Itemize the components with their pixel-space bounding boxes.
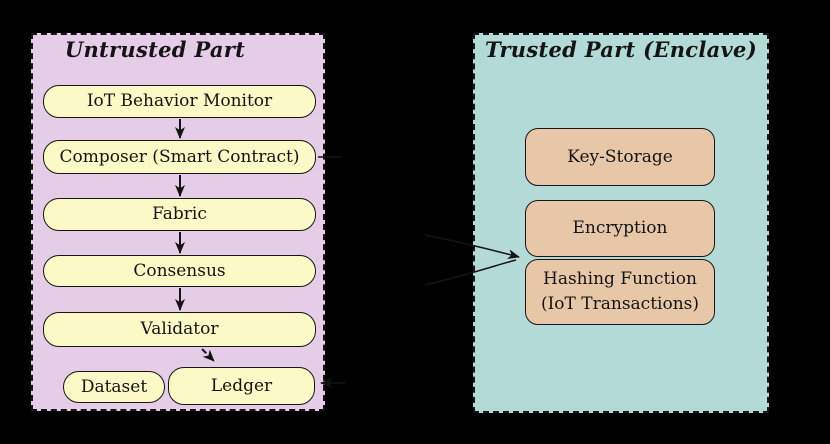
node-consensus: Consensus	[43, 255, 316, 287]
node-validator: Validator	[43, 312, 316, 347]
node-ledger: Ledger	[168, 367, 315, 405]
node-label: Composer (Smart Contract)	[59, 146, 300, 167]
node-iot-behavior-monitor: IoT Behavior Monitor	[43, 85, 316, 118]
node-dataset: Dataset	[63, 371, 165, 403]
node-fabric: Fabric	[43, 198, 316, 231]
node-label-line1: Hashing Function	[543, 269, 697, 290]
node-label: Dataset	[80, 376, 148, 397]
node-label: IoT Behavior Monitor	[86, 91, 273, 112]
node-label: Key-Storage	[567, 146, 673, 167]
node-label: Ledger	[210, 375, 273, 396]
node-key-storage: Key-Storage	[525, 128, 715, 186]
trusted-panel-title: Trusted Part (Enclave)	[485, 37, 757, 62]
node-encryption: Encryption	[525, 200, 715, 257]
node-composer-smart-contract: Composer (Smart Contract)	[43, 140, 316, 174]
node-label: Encryption	[572, 218, 668, 239]
node-label-line2: (IoT Transactions)	[540, 294, 700, 314]
untrusted-panel-title: Untrusted Part	[64, 37, 246, 62]
node-label: Fabric	[152, 204, 207, 225]
node-label: Validator	[140, 319, 219, 340]
node-hashing-function: Hashing Function (IoT Transactions)	[525, 259, 715, 325]
node-label: Consensus	[133, 260, 226, 281]
